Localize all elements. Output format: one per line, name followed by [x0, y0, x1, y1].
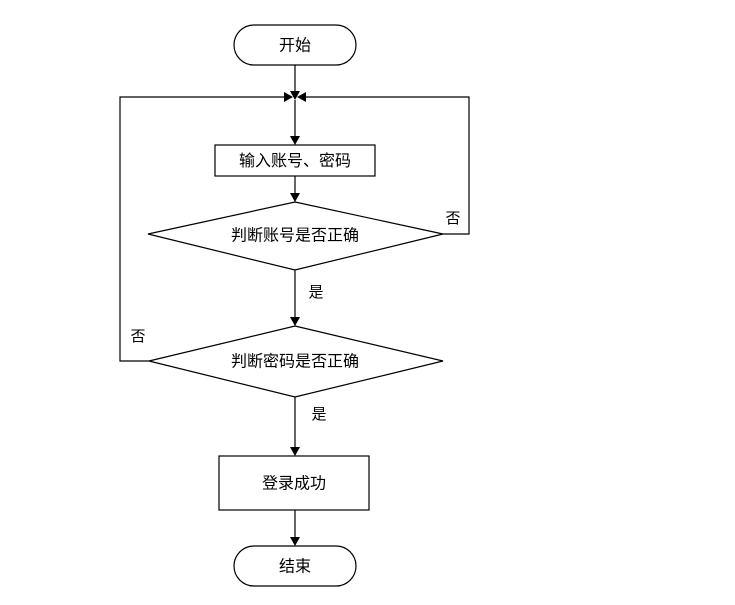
- check-account-decision-shape: [147, 201, 444, 271]
- password-no-label: 否: [130, 327, 145, 345]
- password-yes-label: 是: [311, 405, 326, 423]
- start-label: 开始: [279, 36, 311, 55]
- start-terminal-shape: [233, 24, 357, 66]
- check-password-decision-shape: [148, 325, 444, 398]
- arrow-down-icon: [290, 537, 300, 546]
- arrow-left-icon: [297, 92, 306, 102]
- arrow-down-icon: [290, 193, 300, 202]
- loop-account-no: [306, 96, 470, 235]
- input-node: 输入账号、密码: [214, 144, 376, 177]
- check-account-node: 判断账号是否正确: [147, 201, 444, 271]
- arrow-down-icon: [290, 447, 300, 456]
- end-label: 结束: [279, 557, 311, 576]
- account-yes-label: 是: [308, 283, 323, 301]
- connectors: [119, 65, 470, 546]
- end-terminal-shape: [233, 545, 357, 587]
- start-node: 开始: [233, 24, 357, 66]
- arrow-down-icon: [290, 91, 300, 100]
- account-no-label: 否: [445, 209, 460, 227]
- input-process-shape: [214, 144, 376, 177]
- success-node: 登录成功: [218, 455, 370, 511]
- end-node: 结束: [233, 545, 357, 587]
- check-password-label: 判断密码是否正确: [231, 352, 359, 371]
- success-label: 登录成功: [262, 474, 326, 493]
- input-label: 输入账号、密码: [239, 151, 351, 170]
- check-account-label: 判断账号是否正确: [231, 226, 359, 245]
- check-password-node: 判断密码是否正确: [148, 325, 444, 398]
- arrow-down-icon: [290, 136, 300, 145]
- success-process-shape: [218, 455, 370, 511]
- loop-password-no: [119, 96, 284, 362]
- arrow-right-icon: [284, 92, 293, 102]
- arrow-down-icon: [290, 317, 300, 326]
